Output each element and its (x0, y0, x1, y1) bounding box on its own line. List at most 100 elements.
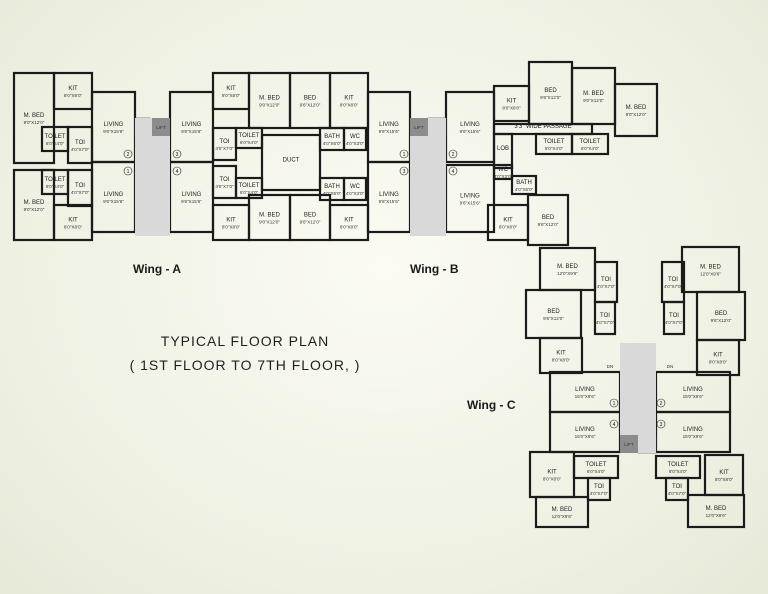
c-toi-bl-label: TOI (594, 484, 604, 490)
c-toi-tl2-dims: 4'0"X7'0" (596, 320, 615, 325)
ab-wc-b-label: WC (350, 184, 361, 190)
c-mbed-bl-walls (534, 495, 590, 529)
b-mbed-t2-dims: 9'0"X12'0" (626, 112, 647, 117)
c-kit-tr-dims: 8'0"X8'0" (709, 360, 728, 365)
c-1-flat-number: 1 (613, 401, 616, 407)
a-toi-tl-label: TOI (75, 140, 85, 146)
a-4-flat-number: 4 (176, 169, 179, 175)
a-mbed-tl-walls (12, 71, 56, 165)
a-3-flat-number: 3 (176, 152, 179, 158)
b-toilet-t1-dims: 6'0"X4'0" (545, 146, 564, 151)
c-bed-tl-label: BED (547, 309, 560, 315)
a-toilet-bl-dims: 6'0"X4'0" (46, 184, 65, 189)
b-living-tl-label: LIVING (379, 122, 399, 128)
b-2-flat-marker (448, 149, 458, 159)
ab-kit-b-label: KIT (344, 218, 354, 224)
b-toilet-t1-label: TOILET (544, 139, 565, 145)
a-mbed-tl-dims: 9'0"X12'0" (24, 120, 45, 125)
a-bed-br-label: BED (304, 213, 317, 219)
c-mbed-bl-label: M. BED (552, 507, 573, 513)
b-bath-label: BATH (516, 180, 532, 186)
b-toilet-t2-label: TOILET (580, 139, 601, 145)
a-living-tr-label: LIVING (182, 122, 202, 128)
c-toi-br-label: TOI (672, 484, 682, 490)
a-living-bl-label: LIVING (104, 192, 124, 198)
b-living-br-dims: 9'6"X15'6" (460, 201, 481, 206)
c-core-lift-label: LIFT (624, 442, 634, 447)
a-toilet-tr-dims: 6'0"X4'0" (240, 140, 259, 145)
b-kit-tr-label: KIT (507, 99, 517, 105)
c-3-flat-number: 3 (660, 422, 663, 428)
c-kit-tl-label: KIT (556, 351, 566, 357)
ab-wc-b-walls (342, 176, 368, 202)
b-kit-br-dims: 8'0"X8'0" (499, 225, 518, 230)
a-4-flat-marker (172, 166, 182, 176)
a-toilet-br-dims: 6'0"X4'0" (240, 190, 259, 195)
c-toi-tr-dims: 4'0"X7'0" (664, 284, 683, 289)
c-toi-tr2-label: TOI (669, 313, 679, 319)
b-core-stair-bg (410, 118, 446, 236)
ab-wc-t-label: WC (350, 134, 361, 140)
a-1-flat-marker (123, 166, 133, 176)
b-1-flat-marker (399, 149, 409, 159)
a-mbed-br-dims: 9'0"X12'0" (259, 220, 280, 225)
ab-kit-t-label: KIT (344, 96, 354, 102)
c-toi-tl2-label: TOI (600, 313, 610, 319)
ab-wc-b-dims: 4'0"X3'0" (346, 191, 365, 196)
b-bed-t-label: BED (544, 88, 557, 94)
plan-subtitle: ( 1ST FLOOR TO 7TH FLOOR, ) (129, 357, 361, 373)
a-mbed-tr-label: M. BED (259, 96, 280, 102)
c-toi-br-dims: 4'0"X7'0" (668, 491, 687, 496)
c-2-flat-marker (656, 398, 666, 408)
ab-bath-t-label: BATH (324, 134, 340, 140)
a-kit-br-label: KIT (226, 218, 236, 224)
a-core-lift (152, 118, 170, 136)
c-bed-tr-label: BED (715, 311, 728, 317)
ab-bath-b-label: BATH (324, 184, 340, 190)
c-mbed-tr-label: M. BED (700, 265, 721, 271)
b-core-lift-label: LIFT (414, 125, 424, 130)
b-living-bl-dims: 9'6"X15'6" (379, 199, 400, 204)
b-toilet-t2-walls (570, 132, 610, 156)
a-2-flat-number: 2 (127, 152, 130, 158)
c-toi-tr-label: TOI (668, 277, 678, 283)
c-dn-label-0: DN (607, 364, 614, 369)
b-1-flat-number: 1 (403, 152, 406, 158)
b-kit-tr-dims: 8'0"X8'0" (502, 106, 521, 111)
a-living-tl-label: LIVING (104, 122, 124, 128)
c-toi-tr2-dims: 4'0"X7'0" (665, 320, 684, 325)
c-core-stair-bg (620, 343, 656, 453)
a-toi-tl-dims: 4'0"X7'0" (71, 147, 90, 152)
a-toi-br-label: TOI (220, 177, 230, 183)
c-toi-tl-dims: 4'0"X7'0" (597, 284, 616, 289)
c-dn-label-1: DN (667, 364, 674, 369)
a-mbed-bl-label: M. BED (24, 200, 45, 206)
c-living-bl-dims: 15'0"X9'6" (575, 434, 596, 439)
c-toilet-br-label: TOILET (668, 462, 689, 468)
c-toilet-bl-label: TOILET (586, 462, 607, 468)
plan-fixtures (123, 117, 666, 454)
c-kit-tr-walls (695, 338, 741, 377)
c-living-tr-label: LIVING (683, 387, 703, 393)
c-mbed-tl-label: M. BED (557, 264, 578, 270)
c-living-br-label: LIVING (683, 427, 703, 433)
c-toi-bl-walls (586, 476, 612, 502)
a-toilet-br-label: TOILET (239, 183, 260, 189)
a-core-stair-bg (135, 118, 170, 236)
b-4-flat-marker (448, 166, 458, 176)
c-kit-br-label: KIT (719, 470, 729, 476)
a-kit-bl-label: KIT (68, 218, 78, 224)
a-kit-tl-dims: 8'0"X8'0" (64, 93, 83, 98)
c-bed-tl-dims: 9'6"X12'0" (543, 316, 564, 321)
b-lob-label: LOB (497, 146, 509, 152)
b-mbed-t-label: M. BED (583, 91, 604, 97)
a-toi-br-dims: 4'0"X7'0" (215, 184, 234, 189)
a-bed-tr-dims: 9'6"X12'0" (300, 103, 321, 108)
a-core-lift-label: LIFT (156, 125, 166, 130)
b-living-br-label: LIVING (460, 194, 480, 200)
c-core-lift (620, 435, 638, 453)
c-kit-tl-dims: 8'0"X8'0" (552, 358, 571, 363)
b-bed-br-walls (526, 193, 570, 247)
ab-wc-t-dims: 4'0"X3'0" (346, 141, 365, 146)
a-duct-walls (260, 133, 322, 192)
